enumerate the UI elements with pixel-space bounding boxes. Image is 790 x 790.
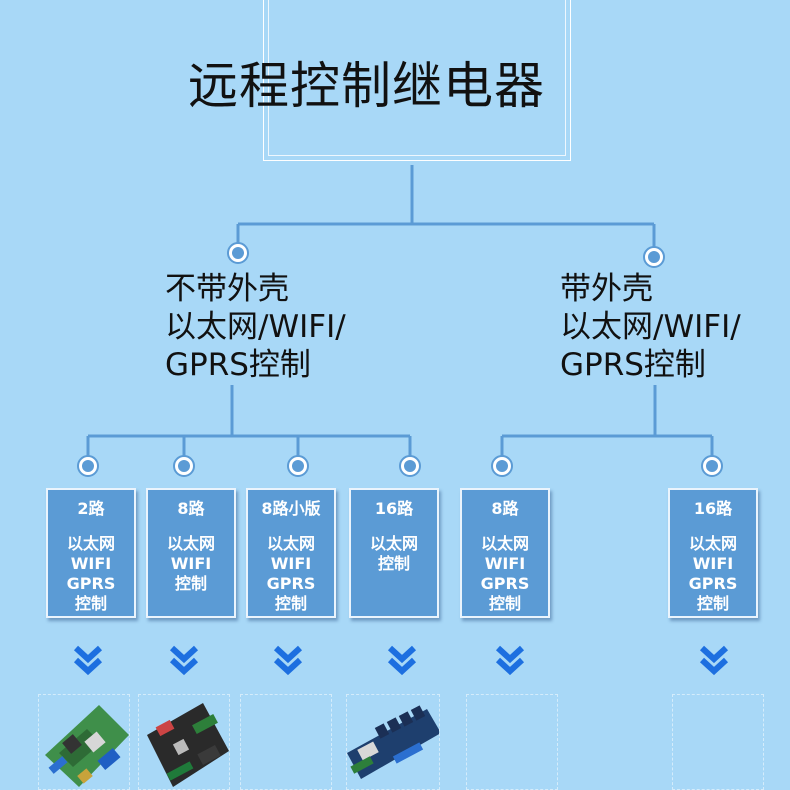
node-line: 控制 (174, 574, 207, 593)
dot-3 (287, 455, 309, 477)
node-line: 以太网 (369, 534, 418, 553)
node-line: 控制 (696, 594, 729, 613)
node-line: GPRS (688, 574, 738, 593)
node-title: 8路小版 (261, 499, 321, 518)
chevron-down-icon (699, 645, 729, 676)
node-line: GPRS (266, 574, 316, 593)
node-line: 以太网 (166, 534, 215, 553)
page-title: 远程控制继电器 (188, 57, 545, 115)
node-line: 以太网 (480, 534, 529, 553)
title-frame (263, 0, 571, 161)
dot-1 (77, 455, 99, 477)
branch-line: GPRS控制 (165, 347, 311, 383)
node-line: WIFI (484, 554, 526, 573)
branch-line: 以太网/WIFI/ (165, 309, 346, 345)
branch-line: GPRS控制 (560, 347, 706, 383)
product-photo-board-2ch (38, 694, 130, 790)
dot-right (643, 246, 665, 268)
product-node-1: 2路 以太网 WIFI GPRS 控制 (46, 488, 136, 618)
chevron-down-icon (169, 645, 199, 676)
chevron-down-icon (73, 645, 103, 676)
dot-6 (701, 455, 723, 477)
title-frame-inner (268, 0, 566, 156)
node-title: 16路 (374, 499, 414, 518)
node-line: GPRS (480, 574, 530, 593)
branch-line: 带外壳 (560, 271, 653, 307)
node-line: 控制 (74, 594, 107, 613)
node-line: WIFI (692, 554, 734, 573)
node-line: 控制 (377, 554, 410, 573)
node-line: 以太网 (266, 534, 315, 553)
node-title: 8路 (491, 499, 519, 518)
product-node-4: 16路 以太网 控制 (349, 488, 439, 618)
product-photo-empty (240, 694, 332, 790)
chevron-down-icon (273, 645, 303, 676)
dot-2 (173, 455, 195, 477)
connector-dots (77, 242, 723, 477)
product-node-5: 8路 以太网 WIFI GPRS 控制 (460, 488, 550, 618)
product-node-6: 16路 以太网 WIFI GPRS 控制 (668, 488, 758, 618)
branch-line: 不带外壳 (165, 271, 289, 307)
chevron-down-icon (387, 645, 417, 676)
node-title: 2路 (77, 499, 105, 518)
product-photo-board-8ch (138, 694, 230, 790)
dot-left (227, 242, 249, 264)
node-line: GPRS (66, 574, 116, 593)
product-photo-empty (466, 694, 558, 790)
product-photo-empty (672, 694, 764, 790)
node-line: 控制 (488, 594, 521, 613)
node-line: 控制 (274, 594, 307, 613)
product-photo-board-16ch (346, 694, 440, 790)
node-title: 8路 (177, 499, 205, 518)
dot-5 (491, 455, 513, 477)
branch-label-housed: 带外壳 以太网/WIFI/ GPRS控制 (560, 270, 741, 384)
node-line: WIFI (270, 554, 312, 573)
product-node-2: 8路 以太网 WIFI 控制 (146, 488, 236, 618)
dot-4 (399, 455, 421, 477)
node-line: 以太网 (66, 534, 115, 553)
node-line: WIFI (70, 554, 112, 573)
branch-label-unhoused: 不带外壳 以太网/WIFI/ GPRS控制 (165, 270, 346, 384)
node-line: 以太网 (688, 534, 737, 553)
branch-line: 以太网/WIFI/ (560, 309, 741, 345)
node-line: WIFI (170, 554, 212, 573)
chevron-down-icon (495, 645, 525, 676)
node-title: 16路 (693, 499, 733, 518)
product-node-3: 8路小版 以太网 WIFI GPRS 控制 (246, 488, 336, 618)
